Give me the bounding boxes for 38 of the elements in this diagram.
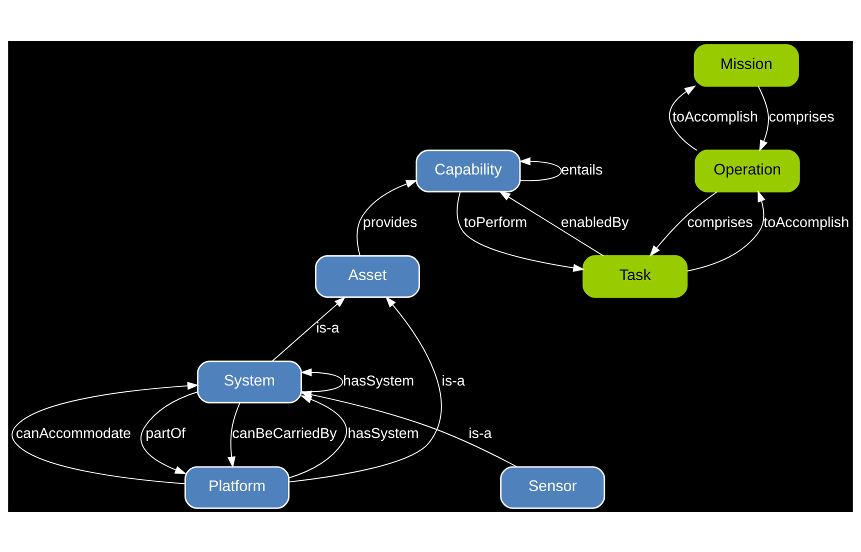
arrow: [356, 180, 418, 256]
arrow: [758, 85, 769, 152]
edge-label: toAccomplish: [764, 214, 850, 231]
arrow: [300, 368, 344, 392]
arrow: [288, 296, 442, 482]
edge-label: entails: [561, 162, 603, 178]
edge-label: partOf: [146, 426, 186, 442]
node-box: Asset: [314, 254, 420, 298]
edge-label: hasSystem: [342, 372, 414, 389]
arrow: [649, 190, 718, 256]
node-box: Capability: [416, 149, 521, 192]
node-box: System: [196, 360, 302, 403]
edge-label: toPerform: [464, 214, 528, 231]
arrow: [12, 381, 199, 484]
edge-label: comprises: [687, 214, 753, 231]
node-box: Platform: [184, 466, 290, 508]
arrow: [518, 156, 562, 181]
node-box: Operation: [694, 149, 800, 192]
arrow: [498, 190, 604, 256]
edge-label: toAccomplish: [672, 109, 758, 126]
edge-label: is-a: [468, 426, 492, 442]
node-box: Sensor: [500, 466, 606, 508]
edge-label: provides: [362, 214, 418, 231]
edge-label: canAccommodate: [16, 426, 131, 442]
arrow: [271, 296, 346, 362]
arrow: [228, 402, 240, 468]
node-box: Mission: [694, 44, 799, 86]
edge-label: canBeCarriedBy: [232, 426, 337, 442]
arrow: [669, 84, 698, 150]
arrow: [140, 390, 198, 474]
arrow: [686, 190, 766, 271]
edge-label: is-a: [316, 320, 340, 336]
edge-label: comprises: [768, 109, 834, 126]
edge-label: enabledBy: [560, 214, 629, 231]
arrow: [456, 190, 585, 272]
node-box: Task: [582, 254, 688, 298]
edge-label: is-a: [442, 372, 465, 389]
edge-label: hasSystem: [348, 426, 419, 442]
